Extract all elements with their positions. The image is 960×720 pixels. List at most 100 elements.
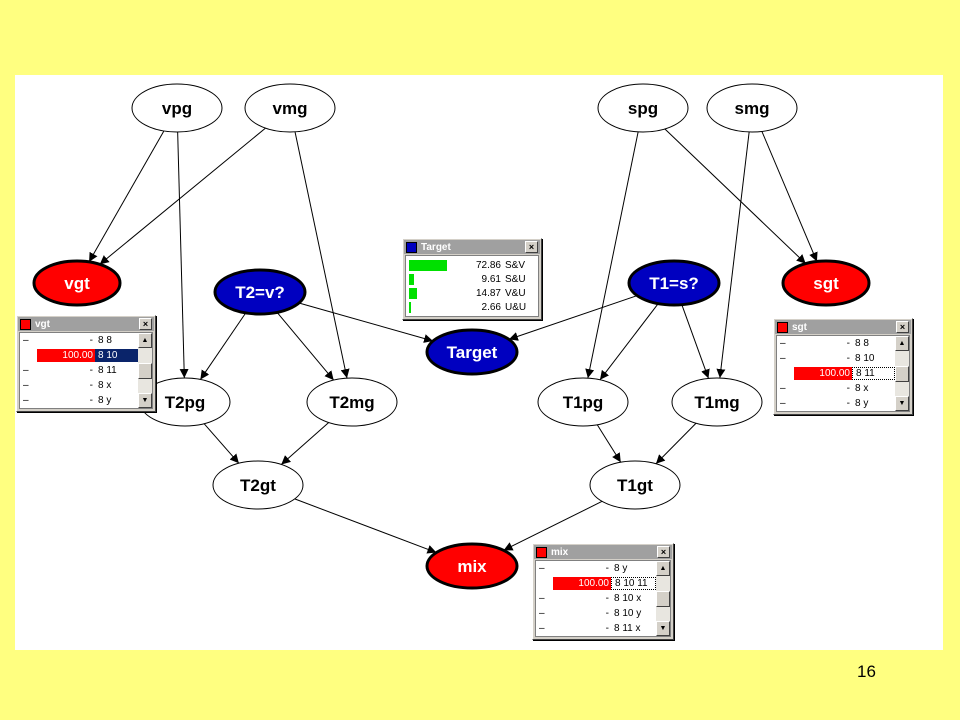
state-dash: – <box>23 365 29 376</box>
node-mix-shape[interactable] <box>425 542 519 590</box>
node-t2pg[interactable]: T2pg <box>139 377 231 427</box>
node-t2v[interactable]: T2=v? <box>213 268 307 316</box>
scroll-thumb[interactable] <box>656 590 670 607</box>
node-t2pg-label: T2pg <box>165 393 206 412</box>
vgt-monitor-row[interactable]: –-8 11 <box>20 363 138 378</box>
scroll-down-icon[interactable]: ▼ <box>895 396 909 411</box>
node-t1mg[interactable]: T1mg <box>671 377 763 427</box>
state-label: 8 y <box>614 563 628 574</box>
close-icon[interactable]: × <box>525 241 538 253</box>
node-target[interactable]: Target <box>425 328 519 376</box>
node-vgt-shape[interactable] <box>32 259 122 307</box>
scroll-up-icon[interactable]: ▲ <box>138 333 152 348</box>
scroll-up-icon[interactable]: ▲ <box>895 336 909 351</box>
state-label: V&U <box>505 287 526 299</box>
state-dash: – <box>23 380 29 391</box>
sgt-monitor-titlebar[interactable]: sgt × <box>775 320 911 334</box>
state-label: 8 10 x <box>614 593 642 604</box>
node-smg[interactable]: smg <box>706 83 798 133</box>
target-monitor-titlebar[interactable]: Target × <box>404 240 540 254</box>
mix-monitor-titlebar[interactable]: mix × <box>534 545 672 559</box>
mix-monitor-row[interactable]: –-8 11 x <box>536 621 656 636</box>
mix-monitor-row[interactable]: –-8 y <box>536 561 656 576</box>
scrollbar[interactable]: ▲ ▼ <box>138 333 152 408</box>
node-sgt-label: sgt <box>813 274 839 293</box>
vgt-monitor-title: vgt <box>35 318 50 330</box>
mix-monitor-row[interactable]: –-8 10 y <box>536 606 656 621</box>
state-dash: – <box>539 623 545 634</box>
node-spg-shape[interactable] <box>597 83 689 133</box>
vgt-monitor-row[interactable]: –-8 8 <box>20 333 138 348</box>
edge-vmg-to-t2mg <box>294 131 350 379</box>
sgt-monitor-row[interactable]: –-8 x <box>777 381 895 396</box>
scroll-up-icon[interactable]: ▲ <box>656 561 670 576</box>
close-icon[interactable]: × <box>657 546 670 558</box>
node-t2gt[interactable]: T2gt <box>212 460 304 510</box>
scroll-down-icon[interactable]: ▼ <box>138 393 152 408</box>
sgt-monitor-row[interactable]: –-8 8 <box>777 336 895 351</box>
scroll-thumb[interactable] <box>138 362 152 379</box>
node-vpg-shape[interactable] <box>131 83 223 133</box>
node-t1s-shape[interactable] <box>627 259 721 307</box>
edge-t1s-to-t1mg <box>681 304 710 379</box>
scroll-thumb[interactable] <box>895 365 909 382</box>
node-t2mg-shape[interactable] <box>306 377 398 427</box>
node-color-icon <box>536 546 547 558</box>
node-vmg[interactable]: vmg <box>244 83 336 133</box>
probability-value: 14.87 <box>475 287 501 299</box>
probability-value: - <box>605 608 609 619</box>
node-mix[interactable]: mix <box>425 542 519 590</box>
target-monitor-row[interactable]: 14.87 V&U <box>406 286 538 300</box>
probability-value: 100.00 <box>553 577 611 590</box>
node-sgt[interactable]: sgt <box>781 259 871 307</box>
vgt-monitor-row[interactable]: –-8 y <box>20 393 138 408</box>
node-t2gt-shape[interactable] <box>212 460 304 510</box>
node-sgt-shape[interactable] <box>781 259 871 307</box>
node-vmg-shape[interactable] <box>244 83 336 133</box>
target-monitor-title: Target <box>421 241 451 253</box>
node-t1gt-shape[interactable] <box>589 460 681 510</box>
sgt-monitor-row[interactable]: –-8 10 <box>777 351 895 366</box>
state-dash: – <box>780 338 786 349</box>
close-icon[interactable]: × <box>896 321 909 333</box>
node-spg-label: spg <box>628 99 658 118</box>
node-t1s[interactable]: T1=s? <box>627 259 721 307</box>
node-vgt[interactable]: vgt <box>32 259 122 307</box>
scrollbar[interactable]: ▲ ▼ <box>895 336 909 411</box>
node-t2mg[interactable]: T2mg <box>306 377 398 427</box>
node-t2v-shape[interactable] <box>213 268 307 316</box>
probability-bar <box>409 287 417 299</box>
node-t2v-label: T2=v? <box>235 283 285 302</box>
sgt-monitor-row[interactable]: –-8 y <box>777 396 895 411</box>
sgt-monitor-title: sgt <box>792 321 807 333</box>
close-icon[interactable]: × <box>139 318 152 330</box>
node-t1gt[interactable]: T1gt <box>589 460 681 510</box>
scrollbar[interactable]: ▲ ▼ <box>656 561 670 636</box>
node-spg[interactable]: spg <box>597 83 689 133</box>
node-vpg[interactable]: vpg <box>131 83 223 133</box>
state-label: S&U <box>505 273 526 285</box>
vgt-monitor-row[interactable]: –-8 x <box>20 378 138 393</box>
probability-value: 2.66 <box>481 301 501 313</box>
vgt-monitor-titlebar[interactable]: vgt × <box>18 317 154 331</box>
edge-t2v-to-t2pg <box>199 312 247 380</box>
node-t1pg[interactable]: T1pg <box>537 377 629 427</box>
node-t1pg-shape[interactable] <box>537 377 629 427</box>
node-smg-shape[interactable] <box>706 83 798 133</box>
scroll-down-icon[interactable]: ▼ <box>656 621 670 636</box>
node-target-shape[interactable] <box>425 328 519 376</box>
probability-bar-track <box>409 273 461 285</box>
mix-monitor-row[interactable]: –-8 10 x <box>536 591 656 606</box>
node-t1mg-shape[interactable] <box>671 377 763 427</box>
